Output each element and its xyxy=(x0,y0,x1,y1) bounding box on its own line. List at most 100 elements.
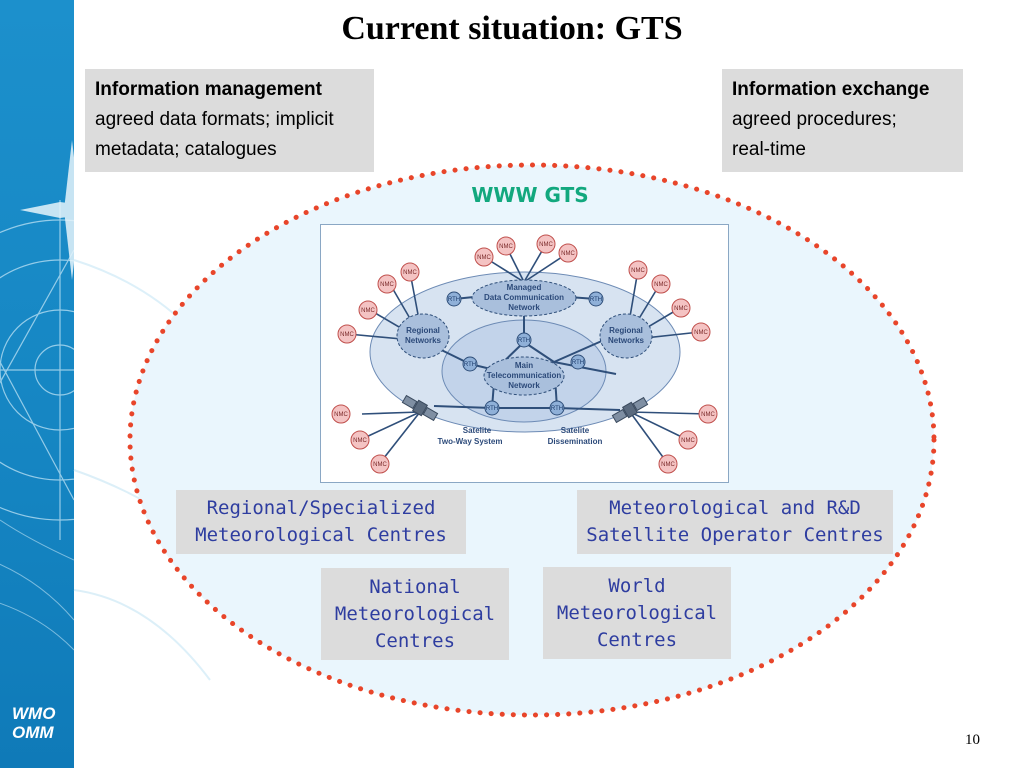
national-centres-line2: Meteorological xyxy=(334,602,496,625)
world-centres-box: World Meteorological Centres xyxy=(543,567,731,659)
compass-rose-decoration xyxy=(0,140,74,651)
nmc-node xyxy=(671,298,691,318)
rth-node xyxy=(570,354,586,370)
nmc-node xyxy=(691,322,711,342)
national-centres-line1: National xyxy=(369,575,461,598)
nmc-node xyxy=(698,404,718,424)
nmc-label: NMC xyxy=(380,282,394,288)
rth-label: RTH xyxy=(464,362,476,368)
nmc-node xyxy=(628,260,648,280)
nmc-node xyxy=(358,300,378,320)
nmc-label: NMC xyxy=(701,412,715,418)
nmc-node xyxy=(400,262,420,282)
nmc-label: NMC xyxy=(499,244,513,250)
rth-node xyxy=(462,356,478,372)
regional-centres-line1: Regional/Specialized xyxy=(206,497,436,519)
nmc-label: NMC xyxy=(373,462,387,468)
nmc-label: NMC xyxy=(334,412,348,418)
nmc-label: NMC xyxy=(539,242,553,248)
world-centres-line1: World xyxy=(608,574,666,597)
satellite-icon-right xyxy=(611,396,649,424)
sat-dissemination-label-1: Satelite xyxy=(561,426,590,435)
nmc-label: NMC xyxy=(654,282,668,288)
national-centres-box: National Meteorological Centres xyxy=(321,568,509,660)
nmc-label: NMC xyxy=(661,462,675,468)
regional-centres-line2: Meteorological Centres xyxy=(195,524,447,546)
sidebar-band: WMO OMM xyxy=(0,0,74,768)
world-centres-line3: Centres xyxy=(596,628,678,651)
nmc-node xyxy=(337,324,357,344)
managed-network-node xyxy=(471,279,577,317)
rth-label: RTH xyxy=(486,406,498,412)
info-management-heading: Information management xyxy=(95,79,322,100)
satellite-icon-left xyxy=(401,394,439,422)
page-number: 10 xyxy=(965,732,980,748)
rth-node xyxy=(588,291,604,307)
rth-label: RTH xyxy=(551,406,563,412)
nmc-node xyxy=(370,454,390,474)
nmc-node xyxy=(496,236,516,256)
nmc-label: NMC xyxy=(477,255,491,261)
info-exchange-box: Information exchange agreed procedures; … xyxy=(722,69,963,172)
main-telecom-network-node xyxy=(483,356,565,396)
sat-two-way-label-1: Satelite xyxy=(463,426,492,435)
info-management-box: Information management agreed data forma… xyxy=(85,69,374,172)
nmc-label: NMC xyxy=(353,438,367,444)
rth-label: RTH xyxy=(590,297,602,303)
nmc-node xyxy=(474,247,494,267)
satellite-operator-centres-box: Meteorological and R&D Satellite Operato… xyxy=(577,490,893,554)
rth-node xyxy=(549,400,565,416)
nmc-label: NMC xyxy=(340,332,354,338)
nmc-label: NMC xyxy=(403,270,417,276)
nmc-label: NMC xyxy=(694,330,708,336)
logo-line-omm: OMM xyxy=(12,723,54,742)
satellite-centres-line2: Satellite Operator Centres xyxy=(586,524,884,546)
nmc-node xyxy=(678,430,698,450)
nmc-label: NMC xyxy=(674,306,688,312)
national-centres-line3: Centres xyxy=(374,629,456,652)
info-exchange-line2: real-time xyxy=(732,139,806,160)
nmc-node xyxy=(377,274,397,294)
rth-label: RTH xyxy=(572,360,584,366)
managed-network-label-3: Network xyxy=(508,303,540,312)
decorative-curve xyxy=(73,589,211,681)
nmc-nodes: NMC NMC NMC NMC NMC NMC NMC NMC NMC NMC … xyxy=(331,234,718,474)
rth-node xyxy=(446,291,462,307)
sat-dissemination-label-2: Dissemination xyxy=(548,437,603,446)
regional-network-right xyxy=(599,313,653,359)
wmo-logo: WMO OMM xyxy=(12,704,55,742)
www-gts-label: WWW GTS xyxy=(471,183,589,207)
nmc-node xyxy=(536,234,556,254)
regional-right-label-2: Networks xyxy=(608,336,645,345)
main-network-label-2: Telecommunication xyxy=(487,371,562,380)
main-network-label-3: Network xyxy=(508,381,540,390)
gts-network-diagram: Managed Data Communication Network Main … xyxy=(320,224,729,483)
managed-network-label-1: Managed xyxy=(507,283,542,292)
regional-specialized-centres-box: Regional/Specialized Meteorological Cent… xyxy=(176,490,466,554)
nmc-label: NMC xyxy=(561,251,575,257)
logo-line-wmo: WMO xyxy=(12,704,56,723)
regional-right-label-1: Regional xyxy=(609,326,643,335)
regional-left-label-1: Regional xyxy=(406,326,440,335)
info-exchange-heading: Information exchange xyxy=(732,79,930,100)
nmc-label: NMC xyxy=(681,438,695,444)
info-management-line2: metadata; catalogues xyxy=(95,139,277,160)
managed-network-label-2: Data Communication xyxy=(484,293,564,302)
info-management-line1: agreed data formats; implicit xyxy=(95,109,334,130)
regional-network-left xyxy=(396,313,450,359)
nmc-node xyxy=(331,404,351,424)
regional-left-label-2: Networks xyxy=(405,336,442,345)
nmc-node xyxy=(558,243,578,263)
nmc-label: NMC xyxy=(631,268,645,274)
slide-title: Current situation: GTS xyxy=(341,10,683,47)
rth-node xyxy=(516,332,532,348)
nmc-node xyxy=(651,274,671,294)
sat-two-way-label-2: Two-Way System xyxy=(438,437,503,446)
nmc-node xyxy=(350,430,370,450)
world-centres-line2: Meteorological xyxy=(556,601,718,624)
info-exchange-line1: agreed procedures; xyxy=(732,109,897,130)
main-network-label-1: Main xyxy=(515,361,533,370)
rth-label: RTH xyxy=(518,338,530,344)
nmc-node xyxy=(658,454,678,474)
rth-label: RTH xyxy=(448,297,460,303)
